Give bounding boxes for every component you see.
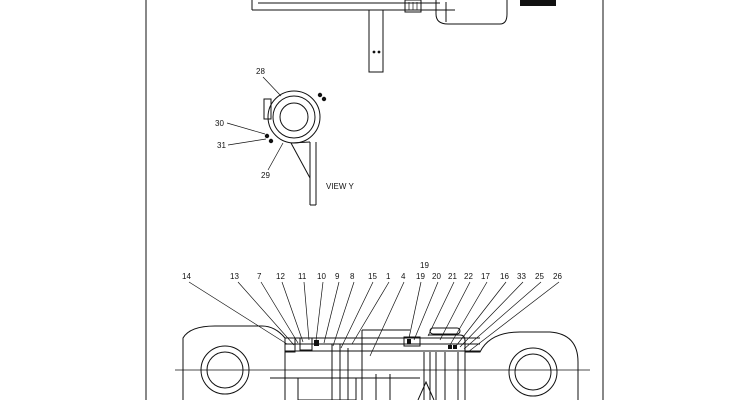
bolt-head bbox=[264, 133, 270, 139]
callout-16: 16 bbox=[500, 272, 509, 281]
view-y-left-lug bbox=[263, 98, 272, 120]
callout-26: 26 bbox=[553, 272, 562, 281]
callout-1: 1 bbox=[386, 272, 391, 281]
bolt-head bbox=[317, 92, 323, 98]
view-y-bore bbox=[279, 102, 309, 132]
callout-19-upper: 19 bbox=[420, 261, 429, 270]
hatched-block bbox=[520, 0, 556, 6]
callout-11: 11 bbox=[298, 272, 307, 281]
callout-20: 20 bbox=[432, 272, 441, 281]
callout-19: 19 bbox=[416, 272, 425, 281]
callout-9: 9 bbox=[335, 272, 340, 281]
callout-29: 29 bbox=[261, 171, 270, 180]
callout-17: 17 bbox=[481, 272, 490, 281]
mounting-bracket bbox=[368, 9, 384, 73]
right-rod-eye bbox=[464, 331, 579, 400]
callout-8: 8 bbox=[350, 272, 355, 281]
callout-30: 30 bbox=[215, 119, 224, 128]
top-cylinder-assembly bbox=[251, 0, 556, 73]
left-rod-eye bbox=[182, 325, 286, 400]
section-callouts: 19 14 13 7 12 11 10 9 8 15 1 4 19 20 21 … bbox=[182, 261, 562, 357]
callout-12: 12 bbox=[276, 272, 285, 281]
callout-31: 31 bbox=[217, 141, 226, 150]
callout-13: 13 bbox=[230, 272, 239, 281]
callout-4: 4 bbox=[401, 272, 406, 281]
callout-25: 25 bbox=[535, 272, 544, 281]
view-y-outer-ring bbox=[267, 90, 321, 144]
callout-22: 22 bbox=[464, 272, 473, 281]
callout-33: 33 bbox=[517, 272, 526, 281]
view-y-callouts: 28 30 31 29 bbox=[215, 67, 284, 180]
piston-body bbox=[297, 377, 357, 401]
callout-28: 28 bbox=[256, 67, 265, 76]
callout-15: 15 bbox=[368, 272, 377, 281]
callout-10: 10 bbox=[317, 272, 326, 281]
cylinder-cross-section bbox=[175, 325, 590, 401]
view-y-drawing bbox=[263, 90, 327, 206]
callout-7: 7 bbox=[257, 272, 262, 281]
callout-14: 14 bbox=[182, 272, 191, 281]
view-y-label: VIEW Y bbox=[326, 182, 355, 191]
callout-21: 21 bbox=[448, 272, 457, 281]
